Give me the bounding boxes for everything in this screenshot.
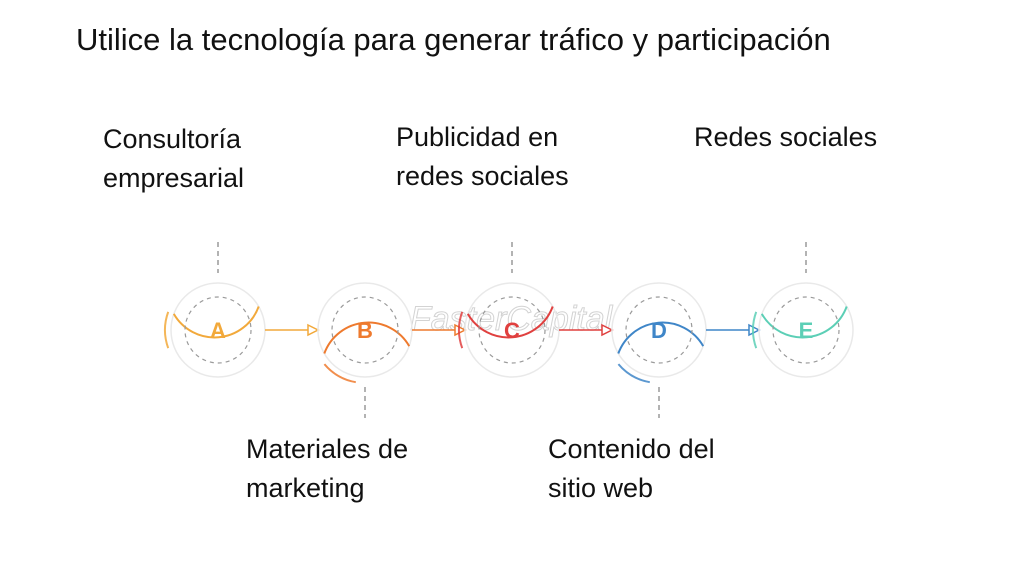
node-e-ring bbox=[758, 282, 854, 378]
step-label-c-line-2: redes sociales bbox=[396, 161, 569, 191]
node-d-letter: D bbox=[651, 318, 667, 343]
node-a-letter: A bbox=[210, 318, 226, 343]
connector-d-arrowhead bbox=[748, 323, 761, 337]
node-a-accent bbox=[164, 311, 170, 349]
node-c-arc bbox=[466, 306, 554, 339]
node-c-letter: C bbox=[504, 318, 520, 343]
connector-c-arrowhead bbox=[601, 323, 614, 337]
step-label-b-line-1: Materiales de bbox=[246, 434, 409, 464]
node-d-accent bbox=[617, 363, 650, 384]
node-b-letter: B bbox=[357, 318, 373, 343]
step-label-b-line-2: marketing bbox=[246, 473, 365, 503]
node-e-inner bbox=[772, 296, 840, 364]
node-a-inner bbox=[184, 296, 252, 364]
step-label-a: Consultoría empresarial bbox=[103, 120, 244, 198]
step-label-e: Redes sociales bbox=[694, 118, 877, 157]
step-label-b: Materiales de marketing bbox=[246, 430, 408, 508]
step-label-c-line-1: Publicidad en bbox=[396, 122, 559, 152]
step-label-a-line-2: empresarial bbox=[103, 163, 245, 193]
connector-a-arrowhead bbox=[307, 323, 320, 337]
node-c-accent bbox=[458, 311, 464, 349]
watermark: FasterCapital bbox=[410, 300, 614, 338]
node-e-letter: E bbox=[799, 318, 814, 343]
node-b-inner bbox=[331, 296, 399, 364]
node-a-arc bbox=[172, 306, 260, 339]
connector-b-arrowhead bbox=[454, 323, 467, 337]
step-label-a-line-1: Consultoría bbox=[103, 124, 242, 154]
step-label-d-line-2: sitio web bbox=[548, 473, 654, 503]
diagram-title: Utilice la tecnología para generar tráfi… bbox=[76, 22, 831, 57]
node-d-arc bbox=[617, 321, 705, 354]
step-label-e-line-1: Redes sociales bbox=[694, 122, 878, 152]
node-d-inner bbox=[625, 296, 693, 364]
step-label-c: Publicidad en redes sociales bbox=[396, 118, 569, 196]
node-b-arc bbox=[323, 321, 411, 354]
step-label-d: Contenido del sitio web bbox=[548, 430, 715, 508]
node-e-arc bbox=[760, 306, 848, 339]
step-label-d-line-1: Contenido del bbox=[548, 434, 715, 464]
node-b-accent bbox=[323, 363, 356, 384]
node-c-inner bbox=[478, 296, 546, 364]
node-e-accent bbox=[752, 311, 758, 349]
